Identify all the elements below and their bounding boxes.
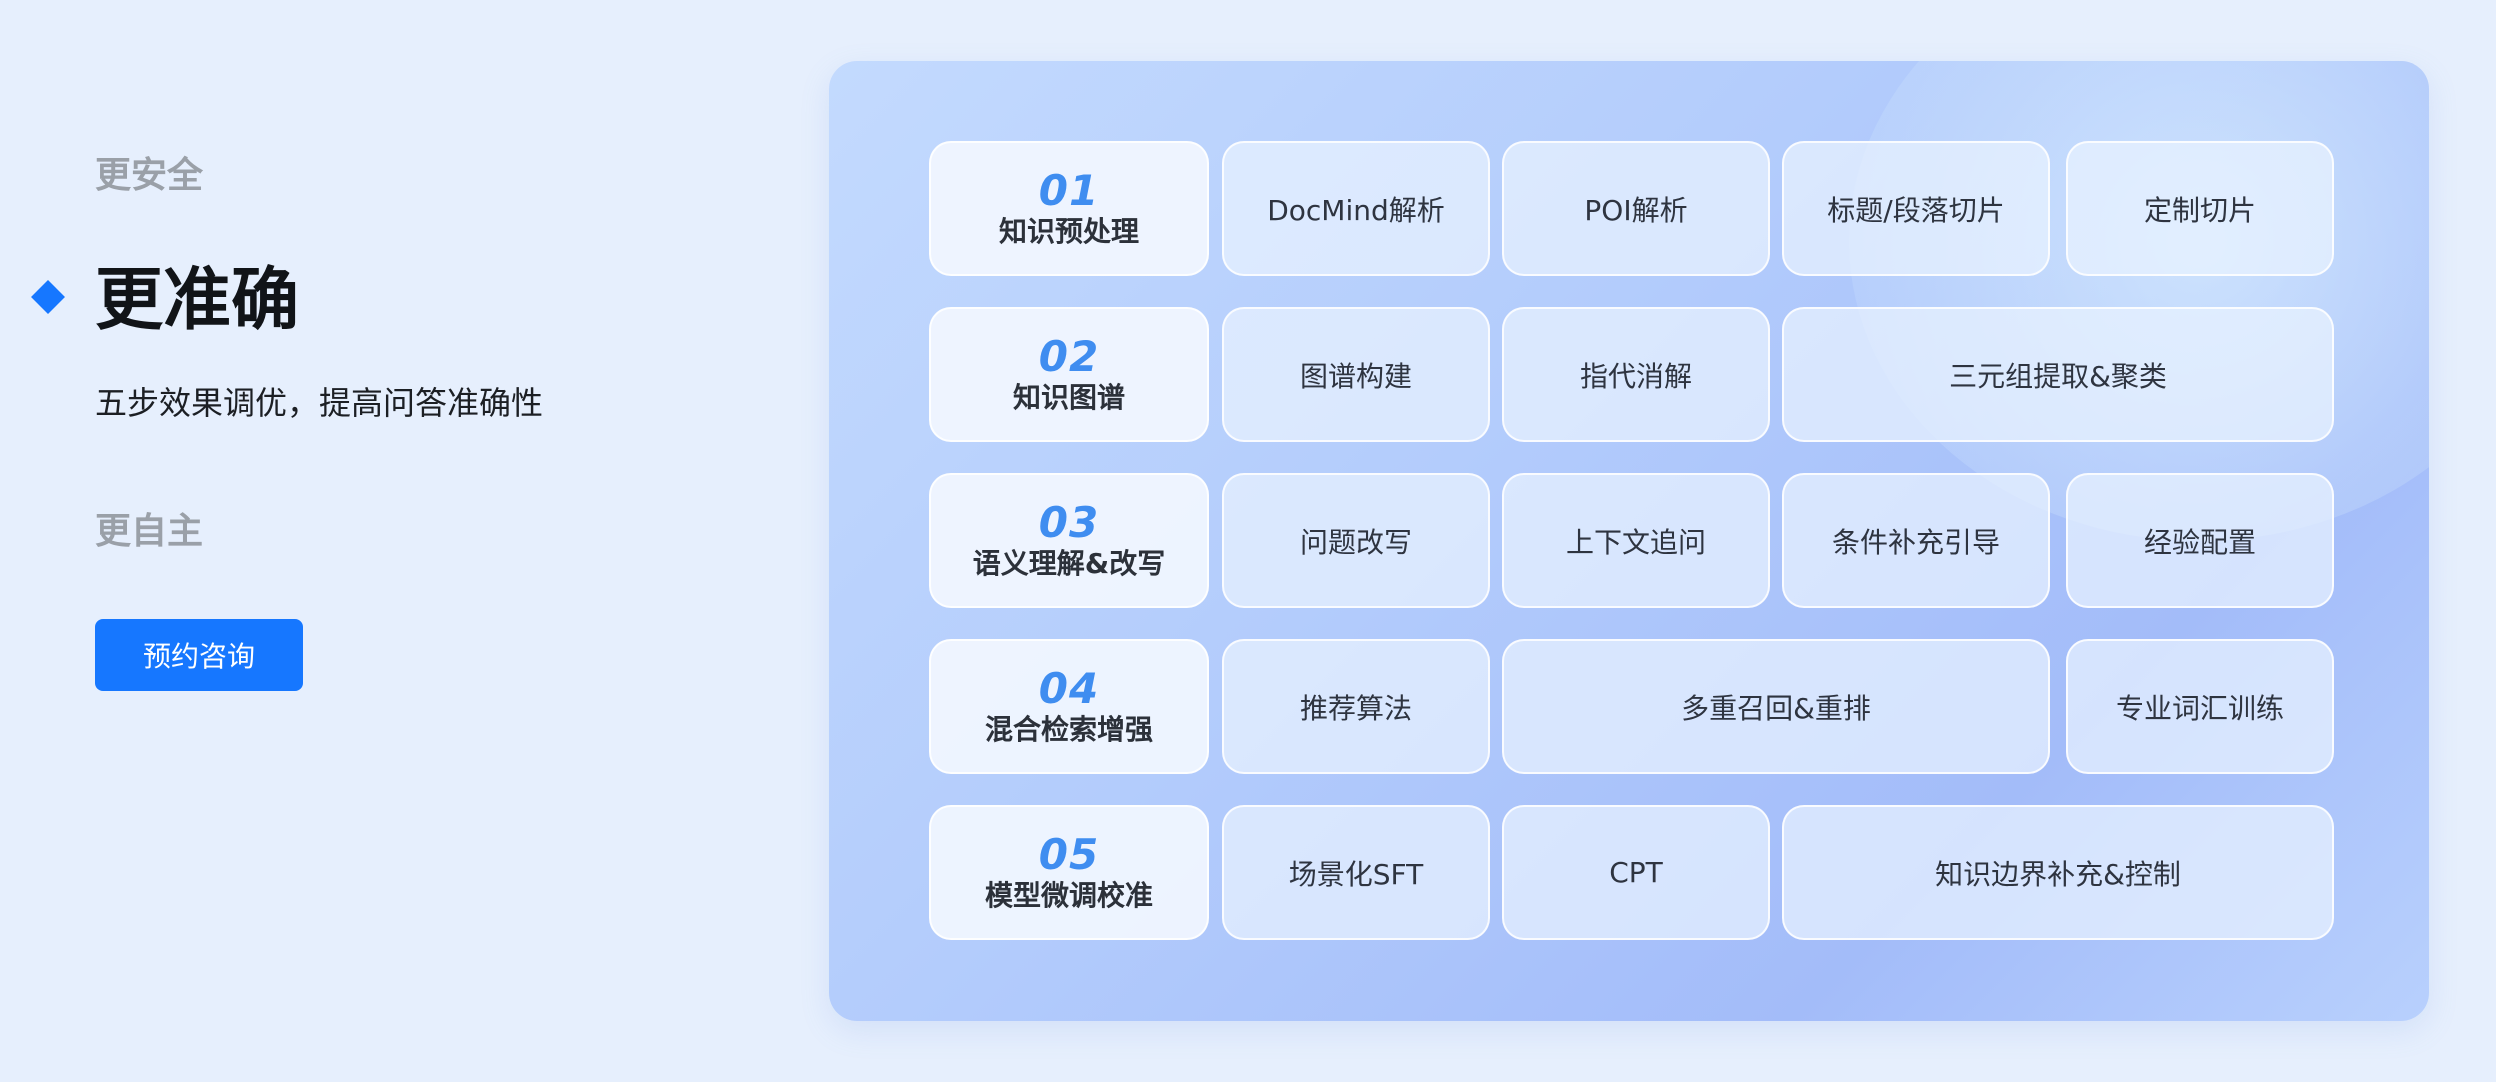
- step-row: 05 模型微调校准 场景化SFT CPT 知识边界补充&控制: [929, 805, 2334, 940]
- step-number: 05: [1038, 829, 1100, 879]
- step-number: 04: [1038, 663, 1100, 713]
- step-item: 问题改写: [1222, 473, 1490, 608]
- nav-item-more-autonomous[interactable]: 更自主: [95, 511, 204, 552]
- step-title: 知识图谱: [1012, 380, 1125, 414]
- step-item: 场景化SFT: [1222, 805, 1490, 940]
- step-row: 01 知识预处理 DocMind解析 POI解析 标题/段落切片 定制切片: [929, 141, 2334, 276]
- active-diamond-icon: [31, 280, 65, 314]
- steps-grid: 01 知识预处理 DocMind解析 POI解析 标题/段落切片 定制切片 02…: [929, 141, 2334, 943]
- nav-item-description: 五步效果调优，提高问答准确性: [95, 384, 544, 422]
- step-item: DocMind解析: [1222, 141, 1490, 276]
- step-header: 02 知识图谱: [929, 307, 1209, 442]
- step-item: 专业词汇训练: [2066, 639, 2334, 774]
- optimization-steps-panel: 01 知识预处理 DocMind解析 POI解析 标题/段落切片 定制切片 02…: [829, 61, 2429, 1021]
- nav-item-more-accurate[interactable]: 更准确: [95, 261, 300, 340]
- step-row: 04 混合检索增强 推荐算法 多重召回&重排 专业词汇训练: [929, 639, 2334, 774]
- book-consultation-button[interactable]: 预约咨询: [95, 619, 303, 691]
- step-number: 01: [1038, 165, 1100, 215]
- step-item: CPT: [1502, 805, 1770, 940]
- step-item: 知识边界补充&控制: [1782, 805, 2334, 940]
- step-number: 03: [1038, 497, 1100, 547]
- step-item: 标题/段落切片: [1782, 141, 2050, 276]
- step-item: 条件补充引导: [1782, 473, 2050, 608]
- step-number: 02: [1038, 331, 1100, 381]
- step-item: 多重召回&重排: [1502, 639, 2050, 774]
- step-header: 03 语义理解&改写: [929, 473, 1209, 608]
- step-title: 混合检索增强: [984, 712, 1153, 746]
- step-title: 知识预处理: [998, 214, 1139, 248]
- step-item: POI解析: [1502, 141, 1770, 276]
- step-header: 04 混合检索增强: [929, 639, 1209, 774]
- step-title: 语义理解&改写: [972, 546, 1166, 580]
- step-item: 三元组提取&聚类: [1782, 307, 2334, 442]
- step-header: 01 知识预处理: [929, 141, 1209, 276]
- step-row: 03 语义理解&改写 问题改写 上下文追问 条件补充引导 经验配置: [929, 473, 2334, 608]
- step-item: 图谱构建: [1222, 307, 1490, 442]
- step-item: 经验配置: [2066, 473, 2334, 608]
- step-item: 定制切片: [2066, 141, 2334, 276]
- step-item: 指代消解: [1502, 307, 1770, 442]
- step-row: 02 知识图谱 图谱构建 指代消解 三元组提取&聚类: [929, 307, 2334, 442]
- step-item: 推荐算法: [1222, 639, 1490, 774]
- step-item: 上下文追问: [1502, 473, 1770, 608]
- nav-item-safer[interactable]: 更安全: [95, 155, 204, 196]
- step-title: 模型微调校准: [984, 878, 1153, 912]
- step-header: 05 模型微调校准: [929, 805, 1209, 940]
